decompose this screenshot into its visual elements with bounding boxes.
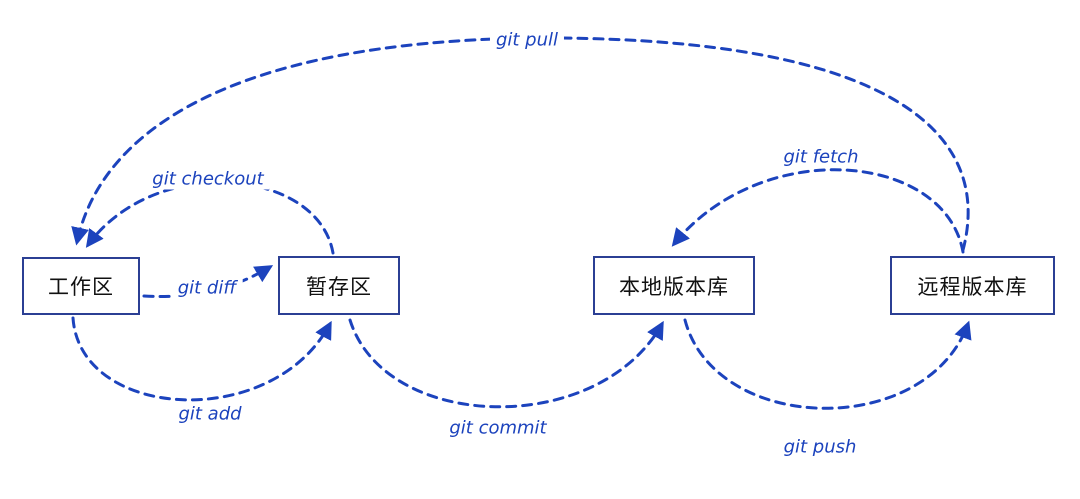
edge-label-git-push: git push	[777, 436, 863, 458]
edge-label-git-diff: git diff	[171, 277, 243, 299]
node-local-repo: 本地版本库	[593, 256, 755, 315]
node-working-directory: 工作区	[22, 257, 140, 315]
edge-label-git-checkout: git checkout	[146, 168, 270, 190]
arrow-git-add	[71, 316, 332, 402]
edge-label-git-fetch: git fetch	[777, 146, 865, 168]
node-remote-repo: 远程版本库	[890, 256, 1055, 315]
edge-label-git-commit: git commit	[443, 417, 553, 439]
arrow-git-commit	[348, 318, 664, 409]
arrow-git-push	[683, 318, 972, 410]
edge-label-git-pull: git pull	[489, 29, 565, 51]
arrow-git-pull	[71, 36, 970, 252]
arrow-git-fetch	[671, 168, 965, 254]
edge-label-git-add: git add	[172, 403, 248, 425]
arrow-git-checkout	[85, 180, 335, 255]
node-staging-area: 暂存区	[278, 256, 400, 315]
